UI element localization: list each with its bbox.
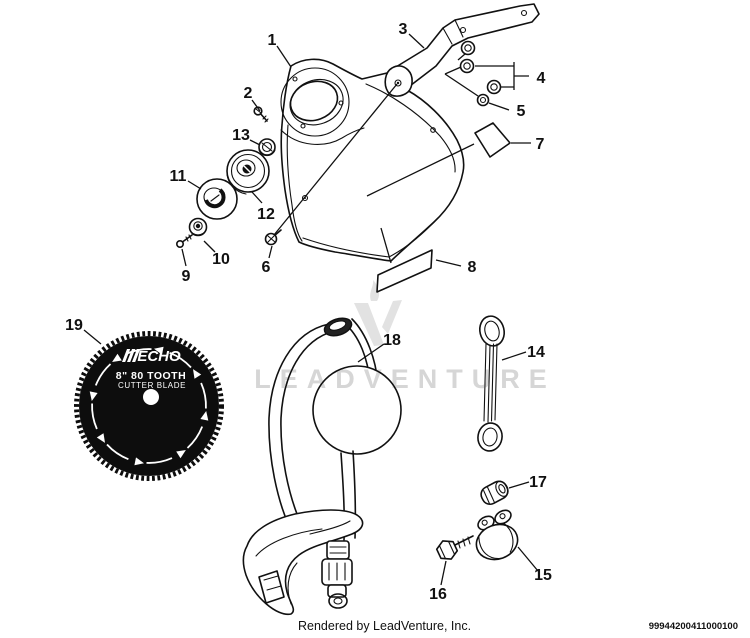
callout-labels: 1 2 3 4 5 6 7 8 9 10 11 12 13 14 15 16 1… [65,21,552,603]
part-bracket [384,3,540,97]
callout-5: 5 [517,103,526,120]
part-decal-8 [376,227,462,293]
callout-8: 8 [468,259,477,276]
nut-middle [459,58,475,74]
blade-type-text: CUTTER BLADE [118,381,186,390]
blade-brand-text: ECHO [137,348,181,365]
part-strap-14 [477,315,505,452]
callout-9: 9 [182,268,191,285]
part-clamp-15 [475,509,519,561]
callout-4: 4 [537,70,546,87]
part-cutter-blade: ECHO 8" 80 TOOTH CUTTER BLADE [74,331,224,481]
part-decal-7 [366,122,531,197]
callout-leaders [83,33,539,586]
callout-13: 13 [232,127,250,144]
callout-7: 7 [536,136,545,153]
callout-2: 2 [244,85,253,102]
callout-11: 11 [170,168,187,185]
nut-top [460,40,476,56]
callout-6: 6 [262,259,271,276]
callout-1: 1 [268,32,277,49]
callout-14: 14 [527,344,545,361]
part-bolt-6 [264,229,282,246]
blade-size-text: 8" 80 TOOTH [116,370,186,382]
nut-lower [486,79,502,95]
harness-clip-stack [321,540,353,609]
washer-5 [476,93,490,107]
callout-10: 10 [212,251,230,268]
callout-16: 16 [429,586,447,603]
bolt-axis-line [273,83,398,236]
harness-top-ring [323,317,353,337]
callout-12: 12 [257,206,275,223]
part-nuts-group [444,40,502,107]
footer-part-number: 99944200411000100 [649,621,738,632]
harness-pad [312,365,402,455]
part-bushing-17 [480,480,509,506]
part-harness [242,317,402,615]
part-bolt-16 [435,535,474,560]
part-nut-13 [258,138,276,157]
callout-19: 19 [65,317,83,334]
leadventure-watermark-text: LEADVENTURE [254,364,556,394]
callout-3: 3 [399,21,408,38]
part-screw-9 [176,234,193,249]
blade-arrows [89,346,209,466]
part-screw-2 [253,106,269,123]
part-nut-10 [188,217,208,237]
callout-15: 15 [534,567,552,584]
echo-logo-slashes [122,349,141,362]
part-shield [280,58,465,262]
part-washer-11 [196,178,238,220]
footer-rendered-by: Rendered by LeadVenture, Inc. [298,619,471,633]
harness-belt-buckle-left [258,570,285,604]
callout-17: 17 [529,474,547,491]
callout-18: 18 [383,332,401,349]
